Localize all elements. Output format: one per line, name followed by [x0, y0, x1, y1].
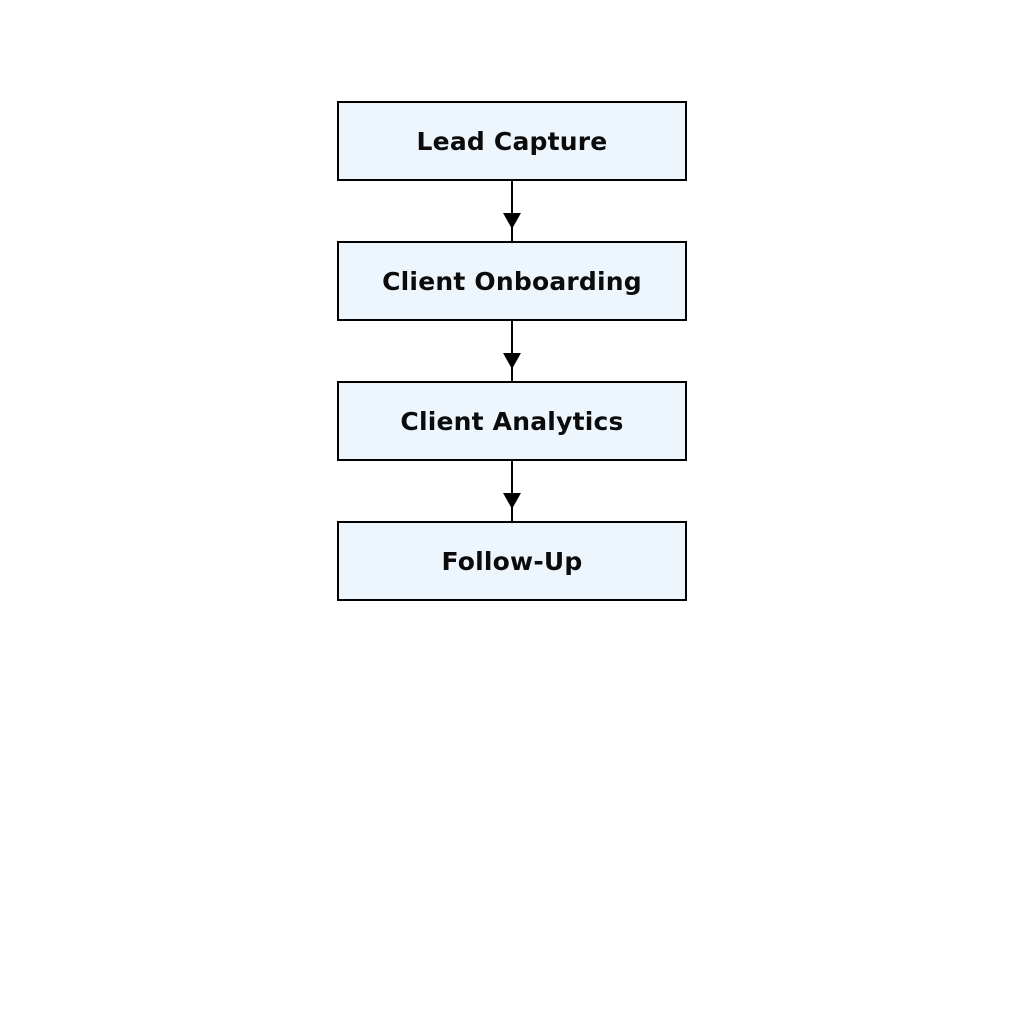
flow-node-label: Follow-Up: [441, 546, 583, 576]
arrowhead-icon: [503, 493, 521, 509]
edge-client-analytics-to-follow-up: [503, 461, 521, 521]
flow-node-lead-capture[interactable]: Lead Capture: [337, 101, 687, 181]
flow-node-label: Client Analytics: [400, 406, 624, 436]
flow-node-client-analytics[interactable]: Client Analytics: [337, 381, 687, 461]
arrowhead-icon: [503, 353, 521, 369]
flow-node-label: Lead Capture: [416, 126, 608, 156]
flow-node-client-onboarding[interactable]: Client Onboarding: [337, 241, 687, 321]
arrowhead-icon: [503, 213, 521, 229]
edge-lead-capture-to-client-onboarding: [503, 181, 521, 241]
flow-node-follow-up[interactable]: Follow-Up: [337, 521, 687, 601]
flow-node-label: Client Onboarding: [382, 266, 642, 296]
edge-client-onboarding-to-client-analytics: [503, 321, 521, 381]
